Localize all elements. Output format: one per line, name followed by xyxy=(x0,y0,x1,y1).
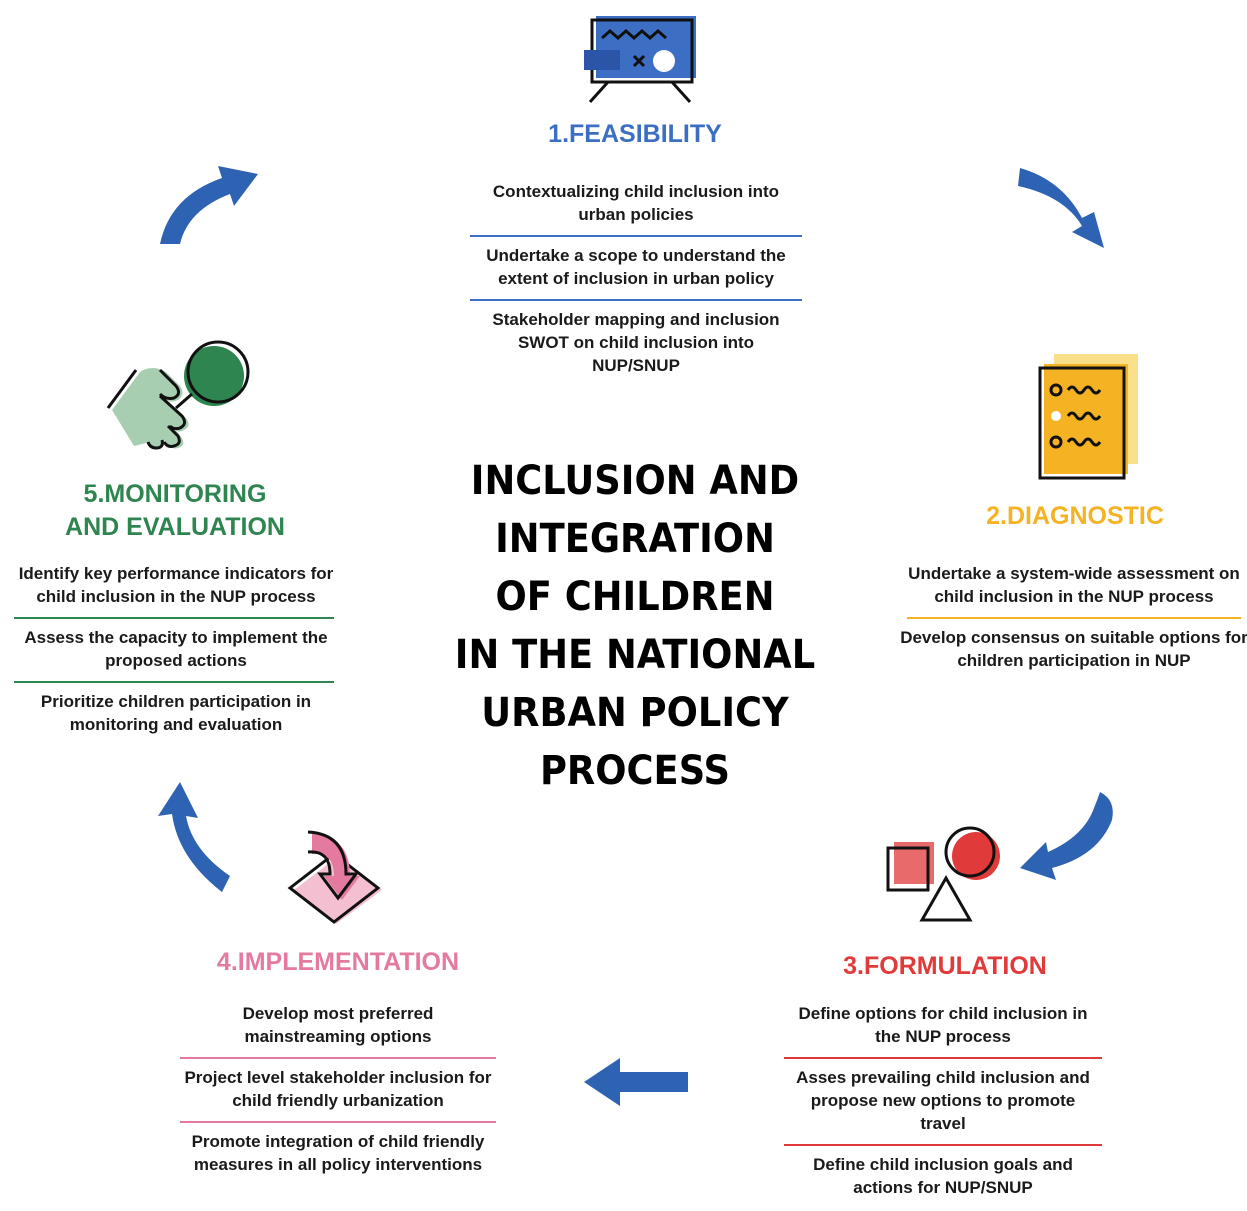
list-item: Prioritize children participation in mon… xyxy=(40,692,312,734)
implementation-list: Develop most preferred mainstreaming opt… xyxy=(180,1002,496,1176)
divider xyxy=(784,1057,1102,1059)
divider xyxy=(907,617,1241,619)
arrow-into-box-icon xyxy=(287,830,382,924)
arrow-1-to-2-icon xyxy=(1018,168,1104,248)
list-item: Identify key performance indicators for … xyxy=(18,564,334,606)
divider xyxy=(784,1144,1102,1146)
arrow-2-to-3-icon xyxy=(1020,792,1113,880)
diagnostic-list: Undertake a system-wide assessment on ch… xyxy=(895,562,1247,672)
center-title: INCLUSION AND INTEGRATION OF CHILDREN IN… xyxy=(454,458,816,794)
formulation-list: Define options for child inclusion in th… xyxy=(784,1002,1102,1199)
divider xyxy=(14,617,334,619)
shapes-icon xyxy=(886,826,1000,922)
checklist-document-icon xyxy=(1038,354,1138,480)
list-item: Develop most preferred mainstreaming opt… xyxy=(242,1004,434,1046)
list-item: Contextualizing child inclusion into urb… xyxy=(492,182,780,224)
list-item: Develop consensus on suitable options fo… xyxy=(900,628,1247,670)
arrow-5-to-1-icon xyxy=(160,166,258,244)
list-item: Define child inclusion goals and actions… xyxy=(813,1155,1073,1197)
arrow-3-to-4-icon xyxy=(584,1058,688,1106)
list-item: Undertake a scope to understand the exte… xyxy=(486,246,786,288)
divider xyxy=(180,1057,496,1059)
divider xyxy=(14,681,334,683)
stage-title-monitoring: 5.MONITORING AND EVALUATION xyxy=(65,480,285,541)
feasibility-list: Contextualizing child inclusion into urb… xyxy=(470,180,802,377)
list-item: Stakeholder mapping and inclusion SWOT o… xyxy=(492,310,780,375)
presentation-board-icon xyxy=(584,16,696,104)
stage-title-feasibility: 1.FEASIBILITY xyxy=(548,120,722,148)
stage-title-formulation: 3.FORMULATION xyxy=(843,952,1047,980)
list-item: Undertake a system-wide assessment on ch… xyxy=(908,564,1240,606)
list-item: Project level stakeholder inclusion for … xyxy=(184,1068,492,1110)
divider xyxy=(180,1121,496,1123)
hand-pointing-magnifier-icon xyxy=(106,340,250,450)
divider xyxy=(470,299,802,301)
list-item: Promote integration of child friendly me… xyxy=(191,1132,485,1174)
list-item: Assess the capacity to implement the pro… xyxy=(24,628,328,670)
list-item: Asses prevailing child inclusion and pro… xyxy=(796,1068,1090,1133)
arrow-4-to-5-icon xyxy=(158,782,230,892)
stage-title-diagnostic: 2.DIAGNOSTIC xyxy=(986,502,1164,530)
divider xyxy=(470,235,802,237)
stage-title-implementation: 4.IMPLEMENTATION xyxy=(216,948,460,976)
list-item: Define options for child inclusion in th… xyxy=(798,1004,1088,1046)
monitoring-list: Identify key performance indicators for … xyxy=(4,562,348,736)
